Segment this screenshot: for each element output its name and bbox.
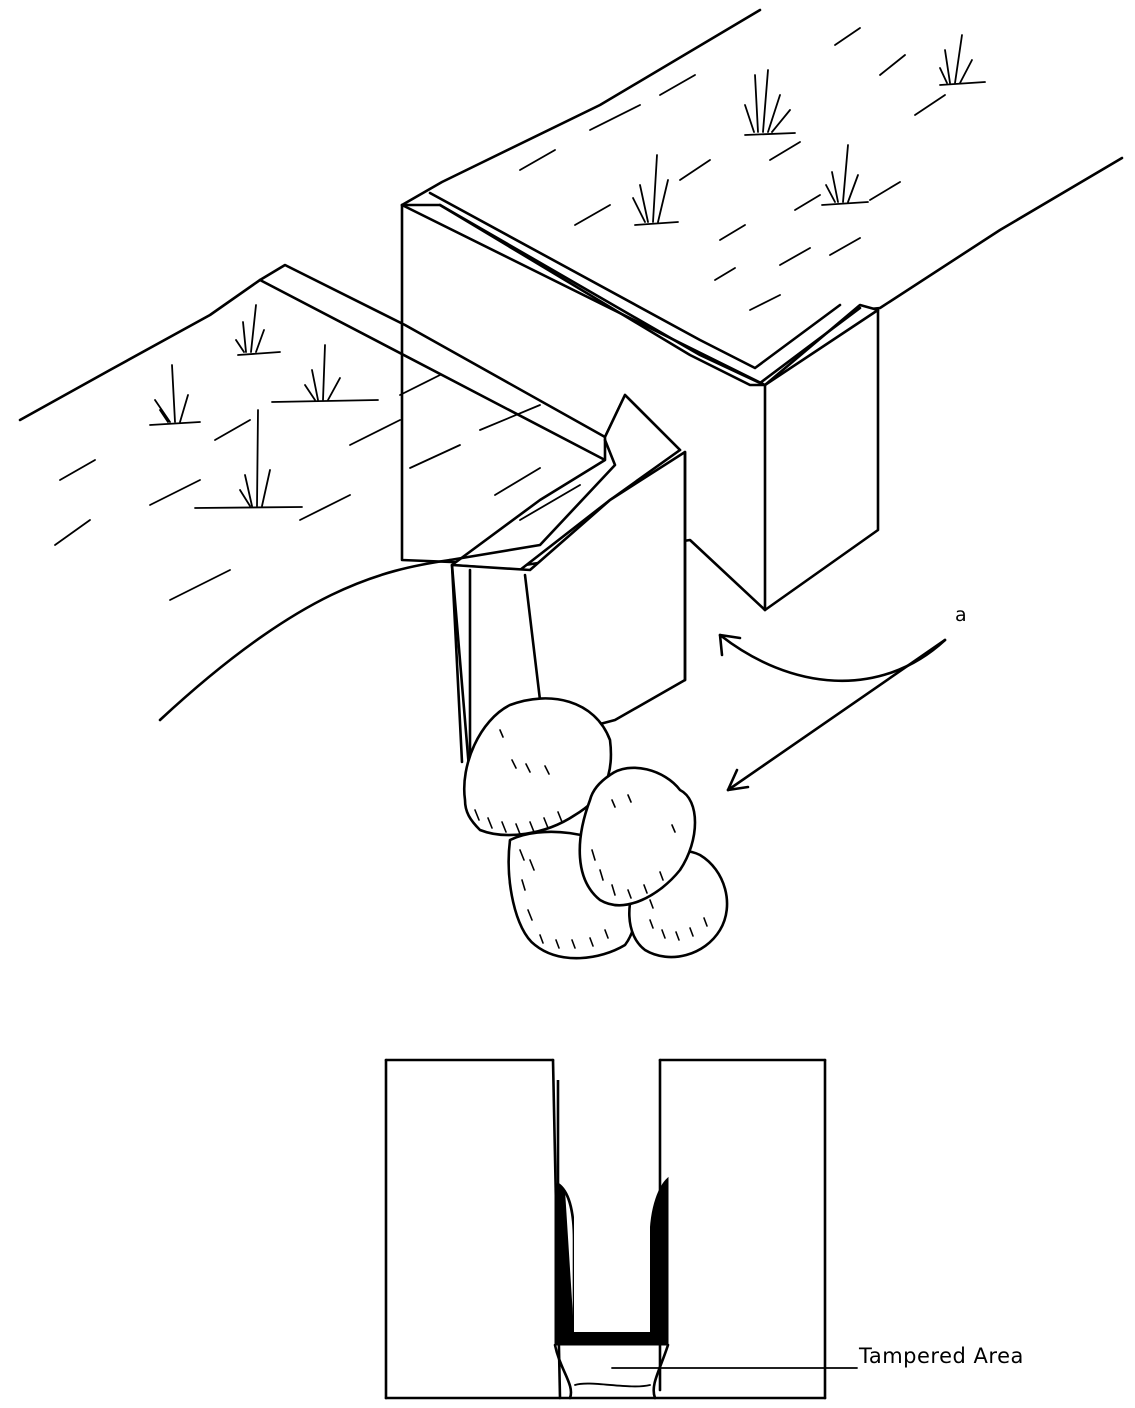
grass-tuft-icon: [271, 344, 379, 403]
grass-tuft-icon: [194, 409, 303, 509]
grass-tuft-icon: [235, 304, 281, 356]
grass-tuft-icon: [149, 364, 201, 426]
curved-arrow-icon: [718, 633, 947, 683]
straight-arrow-icon: [726, 638, 947, 792]
left-bank: [18, 263, 687, 782]
grass-tuft-icon: [821, 144, 869, 206]
grass-tuft-icon: [632, 154, 679, 226]
notch-section: [384, 1058, 858, 1400]
right-bank: [400, 8, 1124, 612]
grass-tuft-icon: [939, 34, 986, 86]
rock-icon: [462, 697, 613, 837]
tampered-area-label: Tampered Area: [859, 1344, 1024, 1368]
rock-icon: [578, 766, 697, 907]
grass-tuft-icon: [744, 69, 796, 136]
callout-letter: a: [955, 604, 967, 626]
